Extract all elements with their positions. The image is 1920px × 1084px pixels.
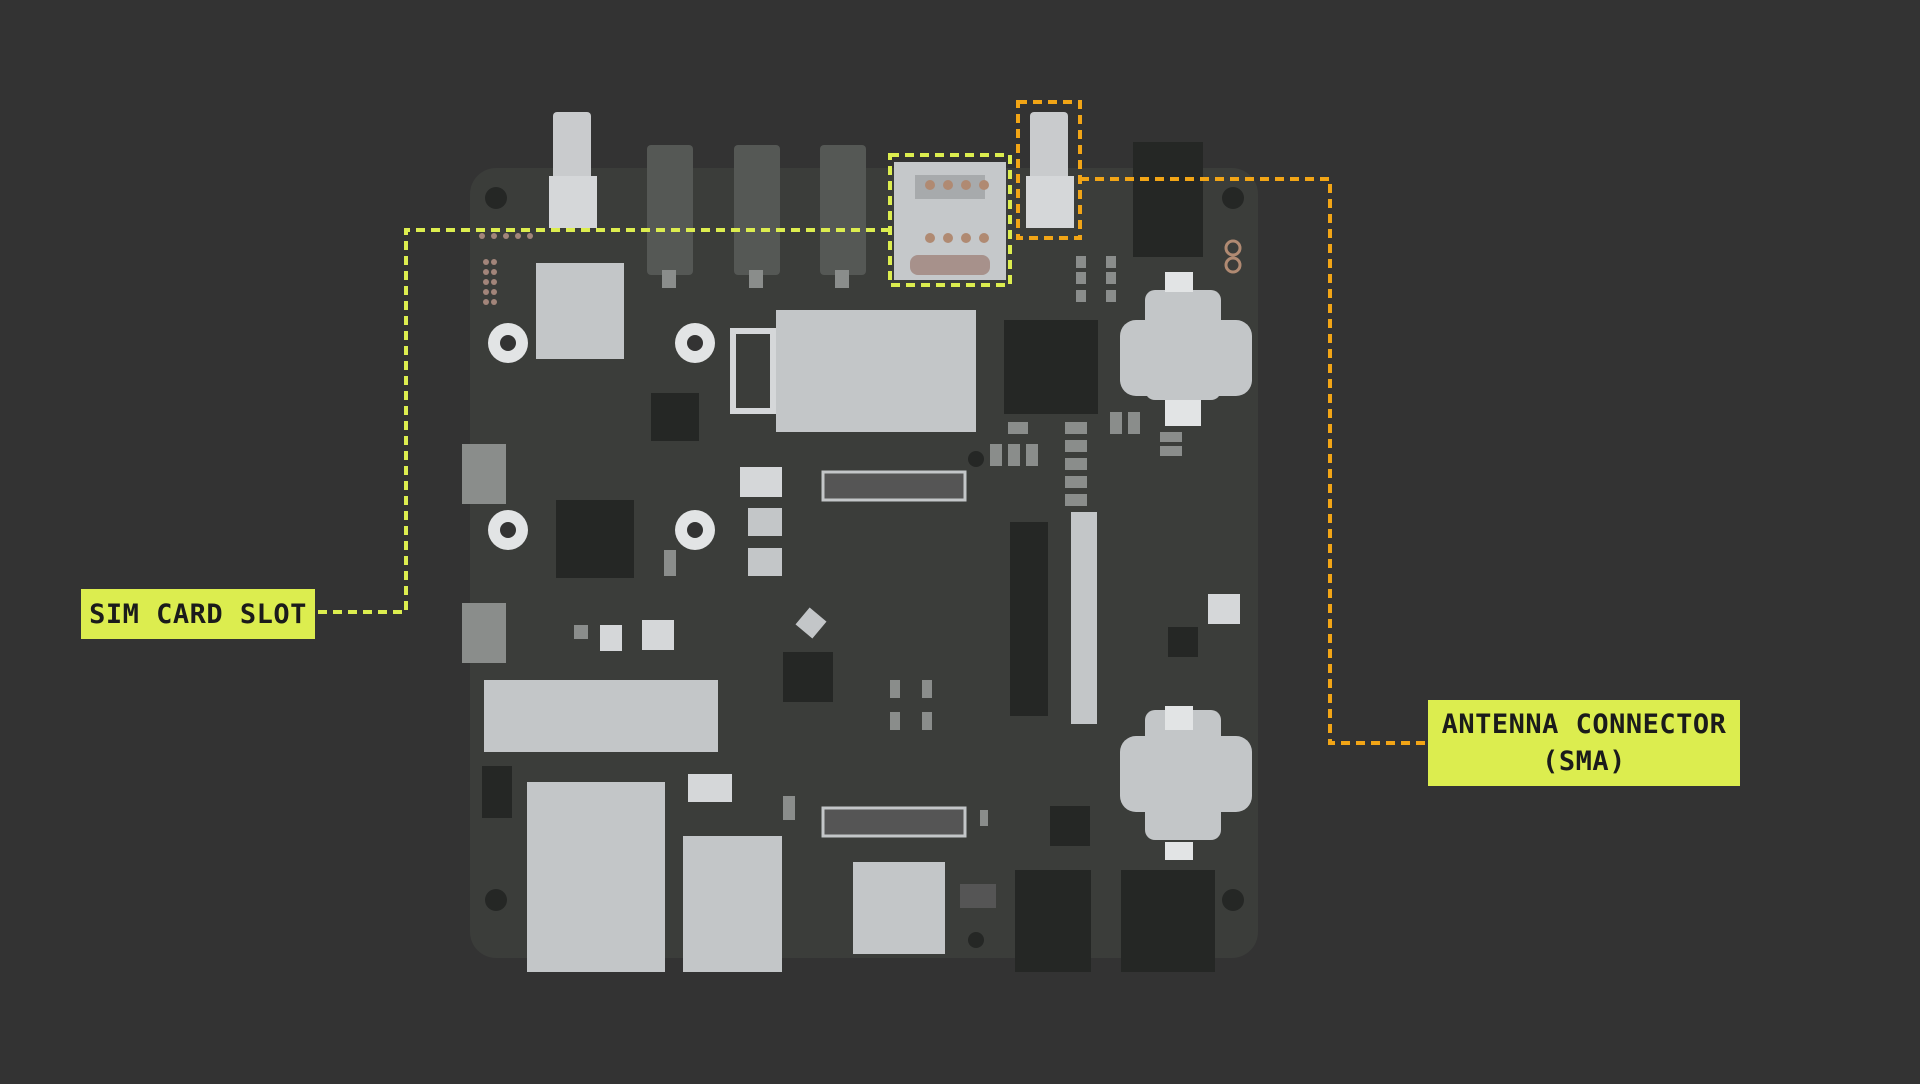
dotted-pads (479, 233, 533, 305)
sim-card-slot-label: SIM CARD SLOT (81, 589, 315, 639)
sim-card-slot (894, 162, 1006, 280)
sim-leader-line (316, 228, 890, 614)
chip-small-1 (651, 393, 699, 441)
mounting-holes (485, 187, 1244, 948)
chip-small-4 (1168, 627, 1198, 657)
sim-card-slot-text: SIM CARD SLOT (89, 599, 307, 630)
chip-module-left (536, 263, 624, 359)
antenna-highlight (1016, 100, 1082, 240)
power-connector-bottom-1 (1015, 870, 1091, 972)
b2b-connector-bottom (821, 806, 967, 838)
ethernet-port (527, 782, 665, 972)
usb-a-port (683, 836, 782, 972)
button-2 (748, 508, 782, 536)
antenna-connector-type-text: (SMA) (1542, 746, 1626, 777)
chip-small-3 (1050, 806, 1090, 846)
flex-connector (1071, 512, 1097, 724)
microsd-slot (853, 862, 945, 954)
micro-usb-1 (462, 444, 506, 504)
chip-module-center (776, 310, 976, 432)
gpio-header-small (482, 766, 512, 818)
b2b-connector-top (821, 470, 967, 502)
sma-connector-left (549, 112, 597, 228)
antenna-leader-line (1080, 177, 1427, 745)
antenna-connector-text: ANTENNA CONNECTOR (1441, 709, 1727, 740)
power-connector-top (1133, 142, 1203, 257)
antenna-connector-label: ANTENNA CONNECTOR (SMA) (1428, 700, 1740, 786)
chip-small-2 (783, 652, 833, 702)
battery-holder-top (1120, 272, 1252, 426)
power-connector-bottom-2 (1121, 870, 1215, 972)
sma-connector-right (1026, 112, 1074, 228)
mpcie-slot (484, 680, 718, 752)
sim-slot-highlight (888, 153, 1012, 287)
pin-header (1010, 522, 1048, 716)
smd-components (574, 256, 1182, 826)
audio-jacks (647, 145, 866, 275)
button-1 (740, 467, 782, 497)
standoff-rings (488, 323, 715, 550)
button-3 (748, 548, 782, 576)
chip-black-right (1004, 320, 1098, 414)
battery-holder-bottom (1120, 706, 1252, 860)
cpu (556, 500, 634, 578)
micro-usb-2 (462, 603, 506, 663)
